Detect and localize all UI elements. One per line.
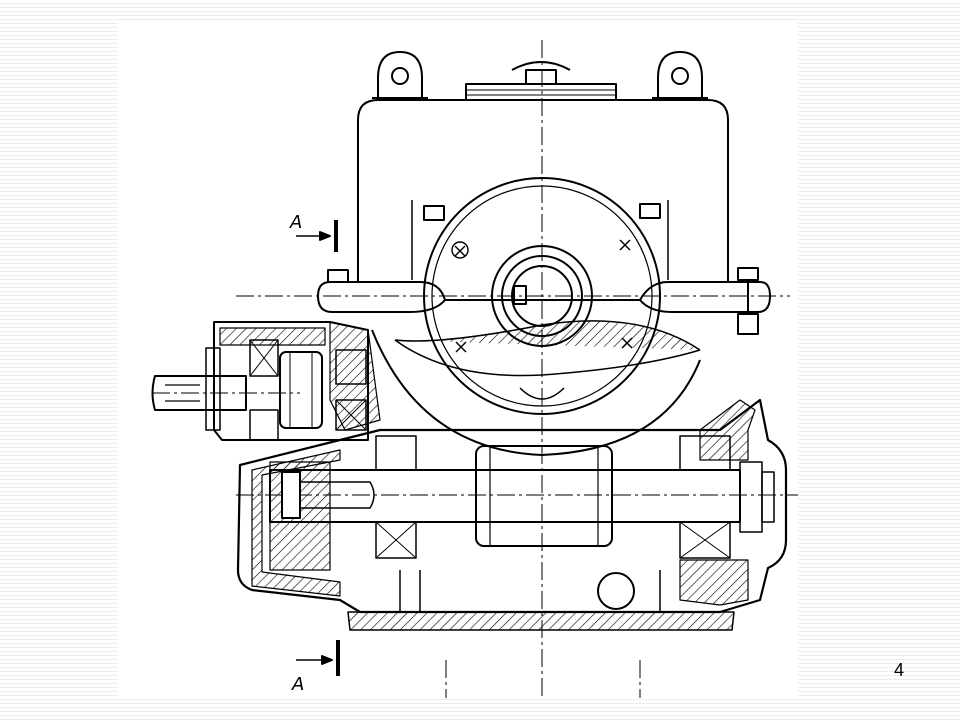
lifting-eye-right xyxy=(652,51,708,99)
worm-shaft xyxy=(269,435,775,571)
section-marker-top: A xyxy=(289,212,338,252)
gearbox-section-drawing: A A xyxy=(151,40,798,698)
auxiliary-shaft-housing xyxy=(151,321,381,441)
page-number: 4 xyxy=(893,660,904,680)
split-flange xyxy=(317,281,771,313)
housing-lower xyxy=(236,398,788,614)
section-label-top: A xyxy=(289,212,302,233)
section-label-bottom: A xyxy=(291,674,304,695)
inspection-cover xyxy=(465,61,617,101)
drawing-panel: A A xyxy=(118,22,798,698)
lifting-eye-left xyxy=(372,51,428,99)
housing-top xyxy=(357,99,729,282)
flange-bolts xyxy=(327,203,759,335)
section-marker-bottom: A xyxy=(291,640,340,695)
worm-wheel xyxy=(371,177,701,456)
